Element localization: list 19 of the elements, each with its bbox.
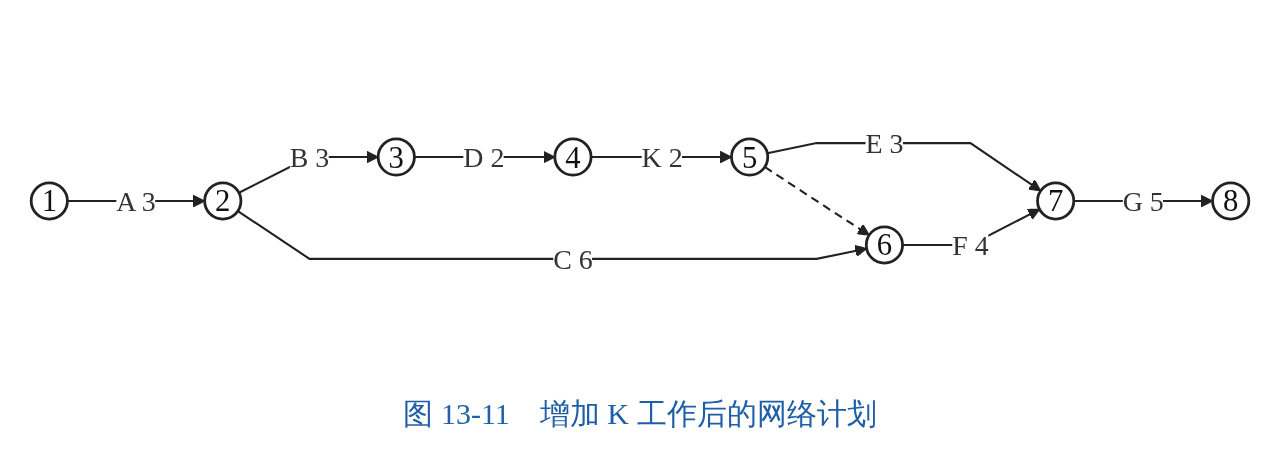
node-circle: 3 [376,137,416,177]
edge-label: C 6 [553,243,593,275]
arrow [237,210,868,260]
edge-label: G 5 [1122,185,1164,217]
node-circle: 1 [29,181,69,221]
edge-label: D 2 [463,141,505,173]
node-circle: 5 [730,137,770,177]
figure-caption: 图 13-11 增加 K 工作后的网络计划 [403,396,877,432]
edge-label: B 3 [289,141,330,173]
arrow [764,166,870,236]
edge-label: A 3 [116,185,156,217]
node-circle: 7 [1036,181,1076,221]
node-circle: 4 [553,137,593,177]
node-circle: 2 [203,181,243,221]
node-circle: 8 [1211,181,1251,221]
node-circle: 6 [864,225,904,265]
edge-label: F 4 [952,229,989,261]
edge-label: K 2 [641,141,683,173]
edge-label: E 3 [865,127,904,159]
